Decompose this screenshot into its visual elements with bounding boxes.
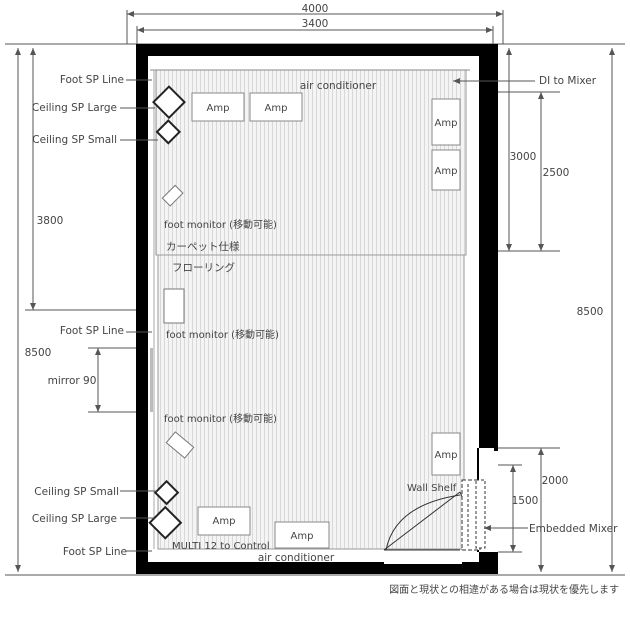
foot-monitor-1 (161, 184, 184, 207)
ceiling-sp-large-bottom (148, 505, 183, 540)
amp-label-4: Amp (435, 166, 458, 177)
dimension-lines (5, 10, 625, 576)
dimension-arrows (15, 11, 615, 572)
dim-right-2000: 2000 (542, 475, 569, 487)
carpet-area-label: カーペット仕様 (166, 240, 240, 253)
multi-to-control-label: MULTI 12 to Control (172, 541, 270, 552)
foot-monitors (161, 184, 195, 459)
foot-monitor-label-1: foot monitor (移動可能) (164, 218, 277, 231)
amp-label-6: Amp (213, 516, 236, 527)
flooring-area-label: フローリング (172, 261, 235, 274)
amp-label-2: Amp (265, 103, 288, 114)
embedded-mixer (475, 479, 486, 549)
mirror (150, 348, 153, 412)
dim-right-8500: 8500 (577, 306, 604, 318)
amp-label-7: Amp (291, 531, 314, 542)
flooring-zone (157, 254, 465, 550)
foot-monitor-3 (165, 431, 195, 459)
ceiling-sp-small-bottom (153, 479, 180, 506)
label-embedded-mixer: Embedded Mixer (529, 523, 618, 535)
dim-inner-width: 3400 (302, 18, 329, 30)
foot-monitor-label-3: foot monitor (移動可能) (164, 412, 277, 425)
amp-3 (431, 98, 461, 146)
dim-left-8500: 8500 (25, 347, 52, 359)
ceiling-sp-small-top (155, 119, 182, 145)
amp-1 (191, 92, 245, 122)
amp-5 (431, 432, 461, 476)
label-foot-sp-line-top: Foot SP Line (60, 74, 124, 86)
footnote: 図面と現状との相違がある場合は現状を優先します (389, 583, 619, 596)
label-ceiling-sp-large-top: Ceiling SP Large (32, 102, 117, 114)
amp-2 (249, 92, 303, 122)
amp-label-3: Amp (435, 118, 458, 129)
label-ceiling-sp-small-bottom: Ceiling SP Small (34, 486, 119, 498)
amp-label-1: Amp (207, 103, 230, 114)
leader-lines (120, 79, 535, 552)
dim-left-3800: 3800 (37, 215, 64, 227)
dim-right-2500: 2500 (543, 167, 570, 179)
door-opening (384, 550, 462, 564)
amp-4 (431, 149, 461, 191)
foot-monitor-label-2: foot monitor (移動可能) (166, 328, 279, 341)
amp-6 (197, 506, 251, 536)
air-conditioner-bottom: air conditioner (258, 552, 335, 564)
label-foot-sp-line-bottom: Foot SP Line (63, 546, 127, 558)
label-ceiling-sp-small-top: Ceiling SP Small (32, 134, 117, 146)
amp-7 (274, 521, 330, 549)
wall-shelf-label: Wall Shelf (407, 483, 457, 494)
dim-right-3000: 3000 (510, 151, 537, 163)
label-di-to-mixer: DI to Mixer (539, 75, 597, 87)
air-conditioner-top: air conditioner (300, 80, 377, 92)
dim-mirror: mirror 90 (48, 375, 97, 387)
dim-total-width: 4000 (302, 3, 329, 15)
label-ceiling-sp-large-bottom: Ceiling SP Large (32, 513, 117, 525)
amps (191, 92, 461, 549)
ceiling-sp-large-top (152, 85, 186, 120)
foot-monitor-2 (163, 288, 185, 324)
speakers (148, 85, 186, 540)
label-foot-sp-line-mid: Foot SP Line (60, 325, 124, 337)
dim-right-1500: 1500 (512, 495, 539, 507)
amp-label-5: Amp (435, 450, 458, 461)
